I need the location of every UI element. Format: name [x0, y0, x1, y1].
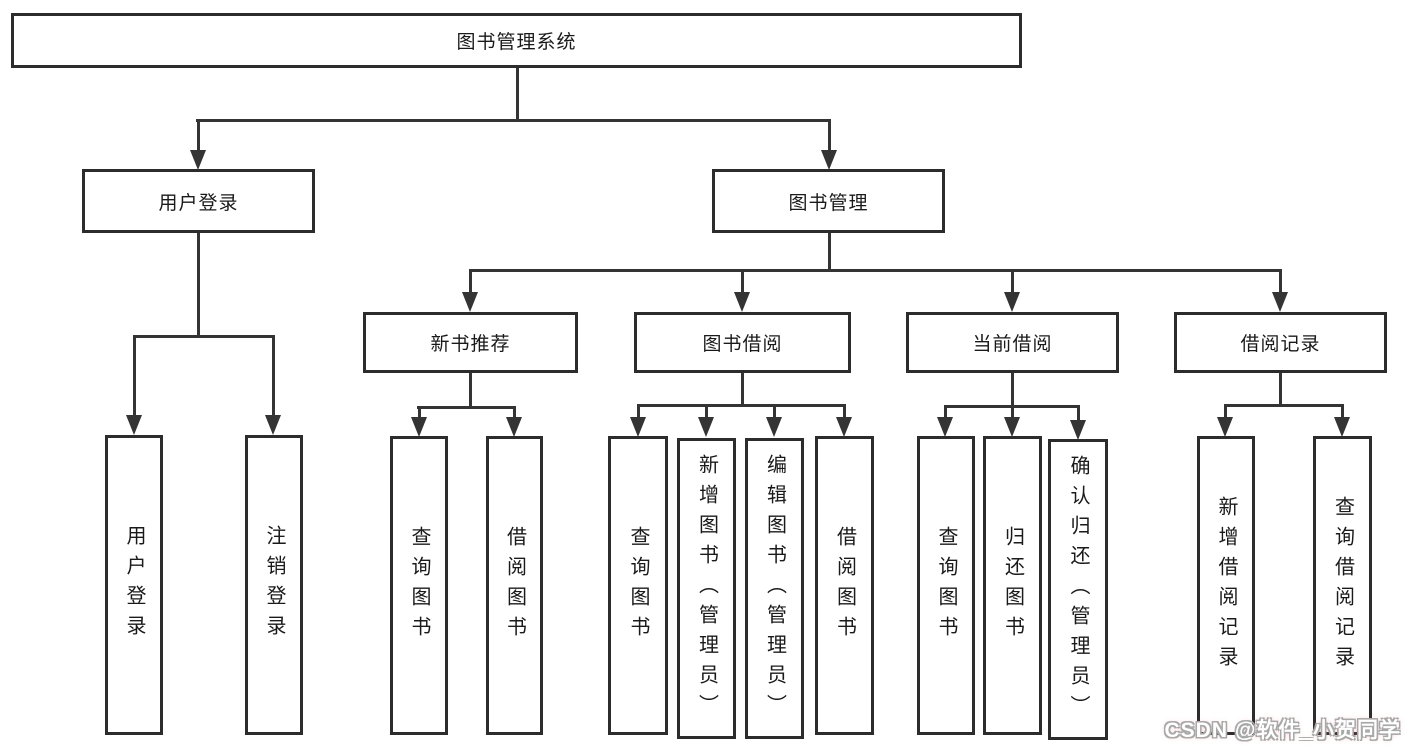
- arrow-down-icon: [937, 417, 953, 437]
- arrow-down-icon: [766, 417, 782, 437]
- node-current-borrow: 当前借阅: [906, 312, 1119, 373]
- leaf-label: 用户登录: [123, 525, 145, 645]
- arrow-down-icon: [265, 415, 281, 435]
- connector-drop: [1279, 269, 1282, 293]
- leaf-confirm-return-admin: 确认归还（管理员）: [1048, 439, 1108, 740]
- arrow-down-icon: [190, 150, 206, 170]
- arrow-down-icon: [462, 292, 478, 312]
- connector-new-book-stem: [469, 373, 472, 408]
- connector-drop: [741, 269, 744, 293]
- arrow-down-icon: [1070, 420, 1086, 440]
- leaf-label: 归还图书: [1001, 525, 1024, 646]
- leaf-label: 查询图书: [627, 525, 649, 646]
- connector-drop: [1011, 405, 1014, 418]
- leaf-edit-book-admin: 编辑图书（管理员）: [745, 438, 804, 739]
- connector-drop: [1011, 269, 1014, 293]
- arrow-down-icon: [698, 417, 714, 437]
- connector-drop: [637, 404, 640, 418]
- arrow-down-icon: [630, 417, 646, 437]
- connector-book-borrow-rail: [637, 404, 845, 407]
- connector-new-book-rail: [417, 406, 516, 409]
- leaf-add-borrow-record: 新增借阅记录: [1197, 436, 1255, 735]
- leaf-add-book-admin: 新增图书（管理员）: [677, 438, 736, 739]
- node-borrow-records: 借阅记录: [1174, 312, 1387, 373]
- connector-borrow-records-stem: [1279, 373, 1282, 406]
- leaf-query-books-recommend: 查询图书: [390, 436, 448, 735]
- connector-drop: [1224, 404, 1227, 418]
- leaf-borrow-books: 借阅图书: [815, 436, 874, 735]
- connector-root-stem: [516, 68, 519, 121]
- connector-current-borrow-stem: [1011, 373, 1014, 407]
- arrow-down-icon: [1004, 292, 1020, 312]
- leaf-query-borrow-record: 查询借阅记录: [1313, 436, 1372, 735]
- arrow-down-icon: [1272, 292, 1288, 312]
- arrow-down-icon: [126, 415, 142, 435]
- leaf-label: 确认归还（管理员）: [1067, 454, 1089, 725]
- leaf-user-login: 用户登录: [105, 435, 163, 735]
- connector-borrow-records-rail: [1224, 404, 1344, 407]
- leaf-label: 借阅图书: [833, 525, 856, 646]
- connector-book-mgmt-stem: [828, 233, 831, 271]
- connector-drop: [197, 119, 200, 151]
- connector-drop: [1077, 405, 1080, 421]
- node-book-borrow: 图书借阅: [634, 312, 851, 373]
- node-book-management: 图书管理: [712, 169, 945, 233]
- leaf-label: 新增图书（管理员）: [695, 453, 718, 724]
- leaf-label: 查询图书: [408, 525, 430, 646]
- leaf-label: 查询图书: [935, 525, 957, 646]
- leaf-query-books-current: 查询图书: [917, 436, 975, 735]
- leaf-logout: 注销登录: [245, 435, 303, 735]
- node-new-book-recommend: 新书推荐: [363, 312, 578, 373]
- connector-drop: [828, 119, 831, 151]
- connector-level3-rail: [469, 269, 1282, 272]
- leaf-return-books: 归还图书: [983, 436, 1042, 735]
- connector-user-login-stem: [197, 233, 200, 337]
- node-root: 图书管理系统: [11, 13, 1022, 68]
- connector-drop: [418, 406, 421, 418]
- watermark: CSDN @软件_小贺同学: [1164, 719, 1401, 742]
- leaf-label: 借阅图书: [503, 525, 526, 646]
- arrow-down-icon: [1334, 417, 1350, 437]
- leaf-label: 注销登录: [263, 525, 285, 645]
- leaf-label: 新增借阅记录: [1215, 495, 1237, 676]
- leaf-query-books-borrow: 查询图书: [608, 436, 668, 735]
- connector-drop: [133, 335, 136, 416]
- arrow-down-icon: [821, 150, 837, 170]
- leaf-label: 编辑图书（管理员）: [763, 453, 786, 724]
- connector-user-login-rail: [133, 335, 274, 338]
- arrow-down-icon: [734, 292, 750, 312]
- connector-drop: [944, 405, 947, 418]
- connector-book-borrow-stem: [741, 373, 744, 406]
- arrow-down-icon: [411, 417, 427, 437]
- connector-drop: [513, 406, 516, 418]
- arrow-down-icon: [1217, 417, 1233, 437]
- node-user-login-branch: 用户登录: [82, 169, 315, 233]
- leaf-borrow-books-recommend: 借阅图书: [486, 436, 543, 735]
- arrow-down-icon: [1004, 417, 1020, 437]
- connector-drop: [272, 335, 275, 416]
- connector-drop: [705, 404, 708, 418]
- connector-drop: [469, 269, 472, 293]
- connector-level2-rail: [196, 119, 830, 122]
- leaf-label: 查询借阅记录: [1331, 495, 1354, 676]
- connector-drop: [1341, 404, 1344, 418]
- arrow-down-icon: [836, 417, 852, 437]
- arrow-down-icon: [506, 417, 522, 437]
- connector-drop: [773, 404, 776, 418]
- connector-drop: [843, 404, 846, 418]
